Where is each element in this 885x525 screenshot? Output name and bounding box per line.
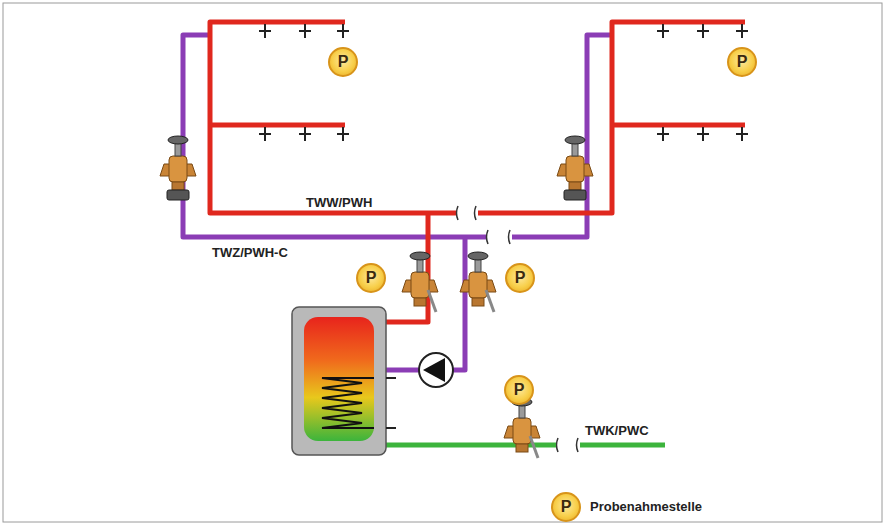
circulation-pipe <box>183 35 612 370</box>
hot-water-pipe <box>210 22 745 322</box>
sample-point-letter: P <box>561 499 572 515</box>
sample-point-letter: P <box>737 54 748 70</box>
circulation-pump <box>419 353 453 387</box>
sample-point-marker: P <box>551 492 581 522</box>
pipe-label-box: TWW/PWH <box>306 195 372 210</box>
sample-point-letter: P <box>366 270 377 286</box>
pipe-label-box: TWZ/PWH-C <box>212 245 288 260</box>
pipe-label: TWW/PWH <box>306 195 372 210</box>
sample-point-marker: P <box>505 263 535 293</box>
sample-point-letter: P <box>515 270 526 286</box>
pipe-label: TWZ/PWH-C <box>212 245 288 260</box>
pipe-break <box>457 206 579 452</box>
valve-symbol <box>504 398 540 458</box>
storage-tank <box>292 307 396 455</box>
pipe-label-box: TWK/PWC <box>585 423 649 438</box>
tap-symbols <box>259 24 748 141</box>
valve-symbol <box>557 136 593 200</box>
valve-symbol <box>460 252 496 312</box>
valve-symbol <box>160 136 196 200</box>
sample-point-marker: P <box>328 47 358 77</box>
valves <box>160 136 593 458</box>
legend-entry: Probenahmestelle <box>590 499 702 514</box>
sample-point-marker: P <box>727 47 757 77</box>
valve-symbol <box>402 252 438 312</box>
sample-point-marker: P <box>504 375 534 405</box>
sample-point-letter: P <box>514 382 525 398</box>
sample-point-marker: P <box>356 263 386 293</box>
pipe-label: TWK/PWC <box>585 423 649 438</box>
sample-point-letter: P <box>338 54 349 70</box>
legend-text: Probenahmestelle <box>590 499 702 514</box>
